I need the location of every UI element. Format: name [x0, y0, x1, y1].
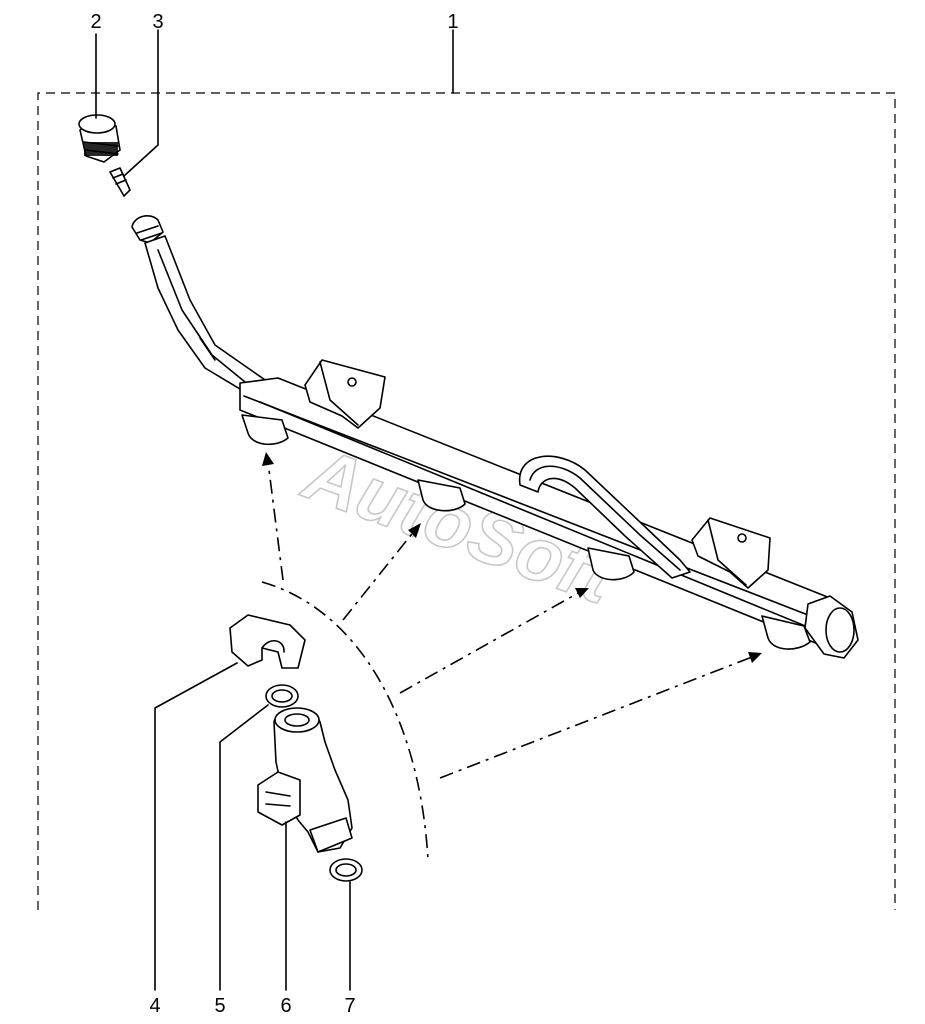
callout-4: 4	[149, 995, 160, 1017]
callout-2: 2	[90, 11, 101, 33]
assembly-arc	[261, 581, 429, 861]
leader-lines	[95, 29, 351, 991]
o-ring-upper-inner	[271, 689, 293, 703]
callout-3: 3	[152, 11, 163, 33]
clip-part	[229, 614, 306, 669]
callouts: 1 2 3 4 5 6 7	[90, 11, 458, 1017]
o-ring-lower-inner	[335, 863, 357, 877]
callout-6: 6	[280, 995, 291, 1017]
injector-part	[257, 707, 353, 853]
cap-part	[78, 114, 121, 163]
callout-7: 7	[344, 995, 355, 1017]
callout-5: 5	[214, 995, 225, 1017]
assembly-arrows	[262, 452, 762, 779]
fuel-rail	[131, 215, 859, 659]
valve-core-part	[109, 167, 131, 197]
callout-1: 1	[447, 11, 458, 33]
assembly-frame	[37, 29, 896, 910]
